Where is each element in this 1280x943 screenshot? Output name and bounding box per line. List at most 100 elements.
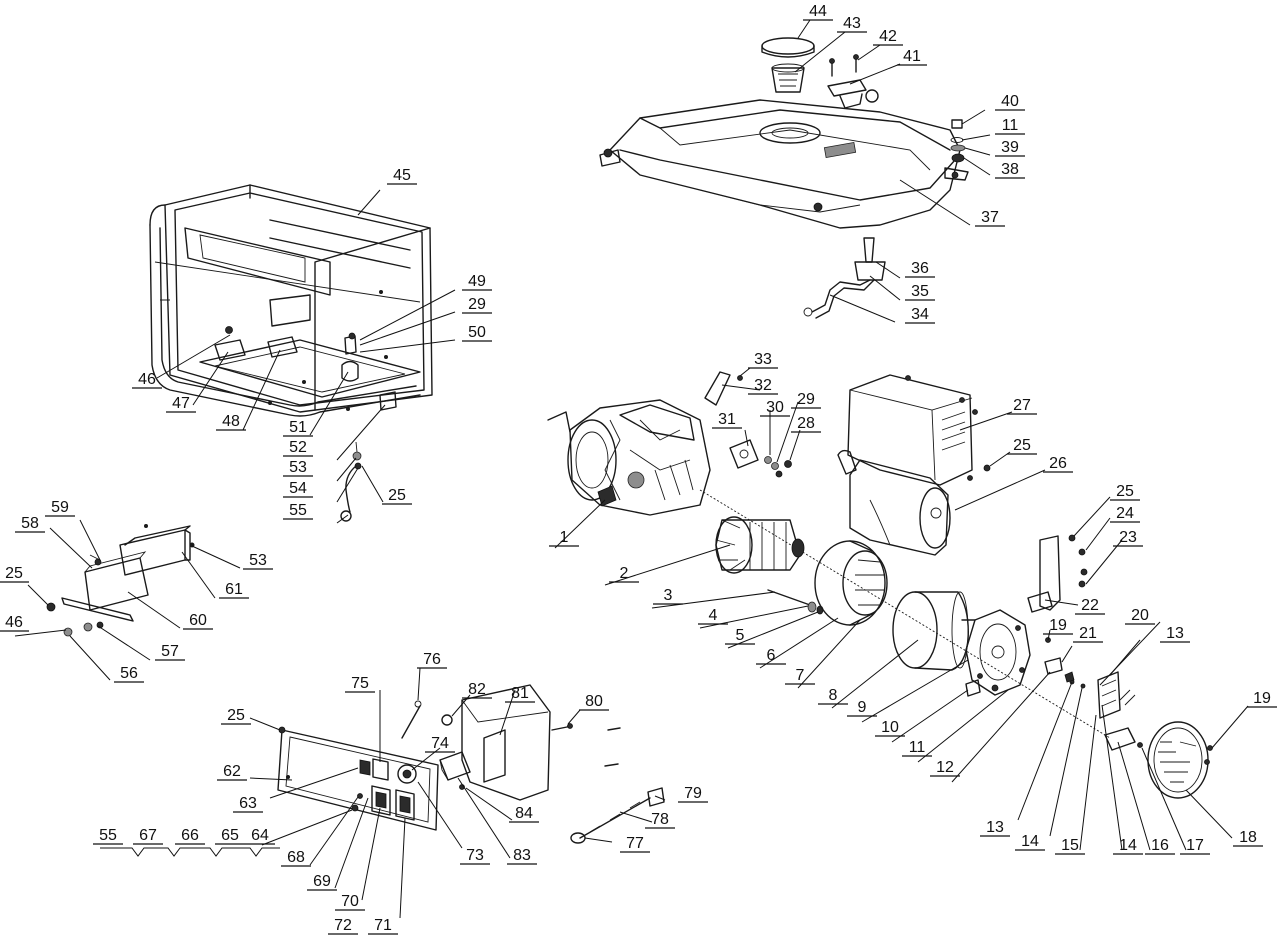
callout-label-57: 57 [161, 643, 179, 660]
callout-label-82: 82 [468, 681, 486, 698]
callout-label-72: 72 [334, 917, 352, 934]
callout-label-28: 28 [797, 415, 815, 432]
callout-label-73: 73 [466, 847, 484, 864]
stator [814, 540, 888, 626]
callout-label-53: 53 [249, 552, 267, 569]
callout-label-52: 52 [289, 439, 307, 456]
callout-label-2: 2 [620, 565, 629, 582]
callout-label-3: 3 [664, 587, 673, 604]
callout-label-81: 81 [511, 685, 529, 702]
callout-label-78: 78 [651, 811, 669, 828]
callout-label-62: 62 [223, 763, 241, 780]
leader-lines [14, 19, 1249, 919]
callout-label-54: 54 [289, 480, 307, 497]
callout-label-25: 25 [1013, 437, 1031, 454]
callout-label-13: 13 [1166, 625, 1184, 642]
callout-label-77: 77 [626, 835, 644, 852]
callout-label-14: 14 [1119, 837, 1137, 854]
callout-label-30: 30 [766, 399, 784, 416]
callout-label-68: 68 [287, 849, 305, 866]
callout-label-25: 25 [227, 707, 245, 724]
callout-label-55: 55 [99, 827, 117, 844]
callout-label-80: 80 [585, 693, 603, 710]
battery-box-assembly [46, 524, 195, 637]
callout-label-34: 34 [911, 306, 929, 323]
engine-assembly [547, 399, 711, 516]
callout-label-14: 14 [1021, 833, 1039, 850]
callout-label-20: 20 [1131, 607, 1149, 624]
callout-label-1: 1 [560, 529, 569, 546]
callout-label-41: 41 [903, 48, 921, 65]
callout-label-46: 46 [138, 371, 156, 388]
earth-wire [340, 441, 362, 522]
callout-label-22: 22 [1081, 597, 1099, 614]
callout-label-79: 79 [684, 785, 702, 802]
callout-label-64: 64 [251, 827, 269, 844]
callout-label-35: 35 [911, 283, 929, 300]
callout-label-75: 75 [351, 675, 369, 692]
brush-holder-parts [1044, 637, 1086, 689]
callout-label-71: 71 [374, 917, 392, 934]
callout-label-44: 44 [809, 3, 827, 20]
callout-label-19: 19 [1049, 617, 1067, 634]
callout-label-59: 59 [51, 499, 69, 516]
callout-label-49: 49 [468, 273, 486, 290]
callout-label-65: 65 [221, 827, 239, 844]
callout-label-24: 24 [1116, 505, 1134, 522]
callout-label-40: 40 [1001, 93, 1019, 110]
callout-label-70: 70 [341, 893, 359, 910]
callout-label-32: 32 [754, 377, 772, 394]
callout-label-53: 53 [289, 459, 307, 476]
callout-label-38: 38 [1001, 161, 1019, 178]
callout-label-60: 60 [189, 612, 207, 629]
callout-label-51: 51 [289, 419, 307, 436]
callout-label-48: 48 [222, 413, 240, 430]
callout-label-19: 19 [1253, 690, 1271, 707]
callout-label-42: 42 [879, 28, 897, 45]
callout-label-15: 15 [1061, 837, 1079, 854]
rotor [715, 516, 805, 574]
callout-label-84: 84 [515, 805, 533, 822]
callout-label-18: 18 [1239, 829, 1257, 846]
callout-label-58: 58 [21, 515, 39, 532]
callout-label-63: 63 [239, 795, 257, 812]
avr [1097, 671, 1143, 751]
callout-label-74: 74 [431, 735, 449, 752]
callout-label-16: 16 [1151, 837, 1169, 854]
control-panel-assembly [277, 684, 665, 844]
callout-label-29: 29 [468, 296, 486, 313]
callout-label-43: 43 [843, 15, 861, 32]
callout-label-31: 31 [718, 411, 736, 428]
callout-label-66: 66 [181, 827, 199, 844]
callout-label-27: 27 [1013, 397, 1031, 414]
callout-label-26: 26 [1049, 455, 1067, 472]
end-cover [1147, 721, 1213, 799]
callout-label-61: 61 [225, 581, 243, 598]
callout-label-39: 39 [1001, 139, 1019, 156]
callout-label-76: 76 [423, 651, 441, 668]
callout-label-45: 45 [393, 167, 411, 184]
mounting-bracket [1027, 534, 1088, 613]
callout-label-9: 9 [858, 699, 867, 716]
callout-label-37: 37 [981, 209, 999, 226]
callout-label-6: 6 [767, 647, 776, 664]
callout-label-33: 33 [754, 351, 772, 368]
callout-label-25: 25 [5, 565, 23, 582]
callout-label-11: 11 [1002, 117, 1019, 134]
callout-label-5: 5 [736, 627, 745, 644]
frame-assembly [149, 184, 433, 417]
callout-label-10: 10 [881, 719, 899, 736]
callout-label-23: 23 [1119, 529, 1137, 546]
callout-label-13: 13 [986, 819, 1004, 836]
callout-label-69: 69 [313, 873, 331, 890]
callout-label-83: 83 [513, 847, 531, 864]
callout-label-46: 46 [5, 614, 23, 631]
callout-label-55: 55 [289, 502, 307, 519]
muffler-gasket-parts [704, 371, 792, 478]
callout-label-7: 7 [796, 667, 805, 684]
callout-label-17: 17 [1186, 837, 1204, 854]
through-bolt [767, 589, 824, 615]
callout-label-12: 12 [936, 759, 954, 776]
